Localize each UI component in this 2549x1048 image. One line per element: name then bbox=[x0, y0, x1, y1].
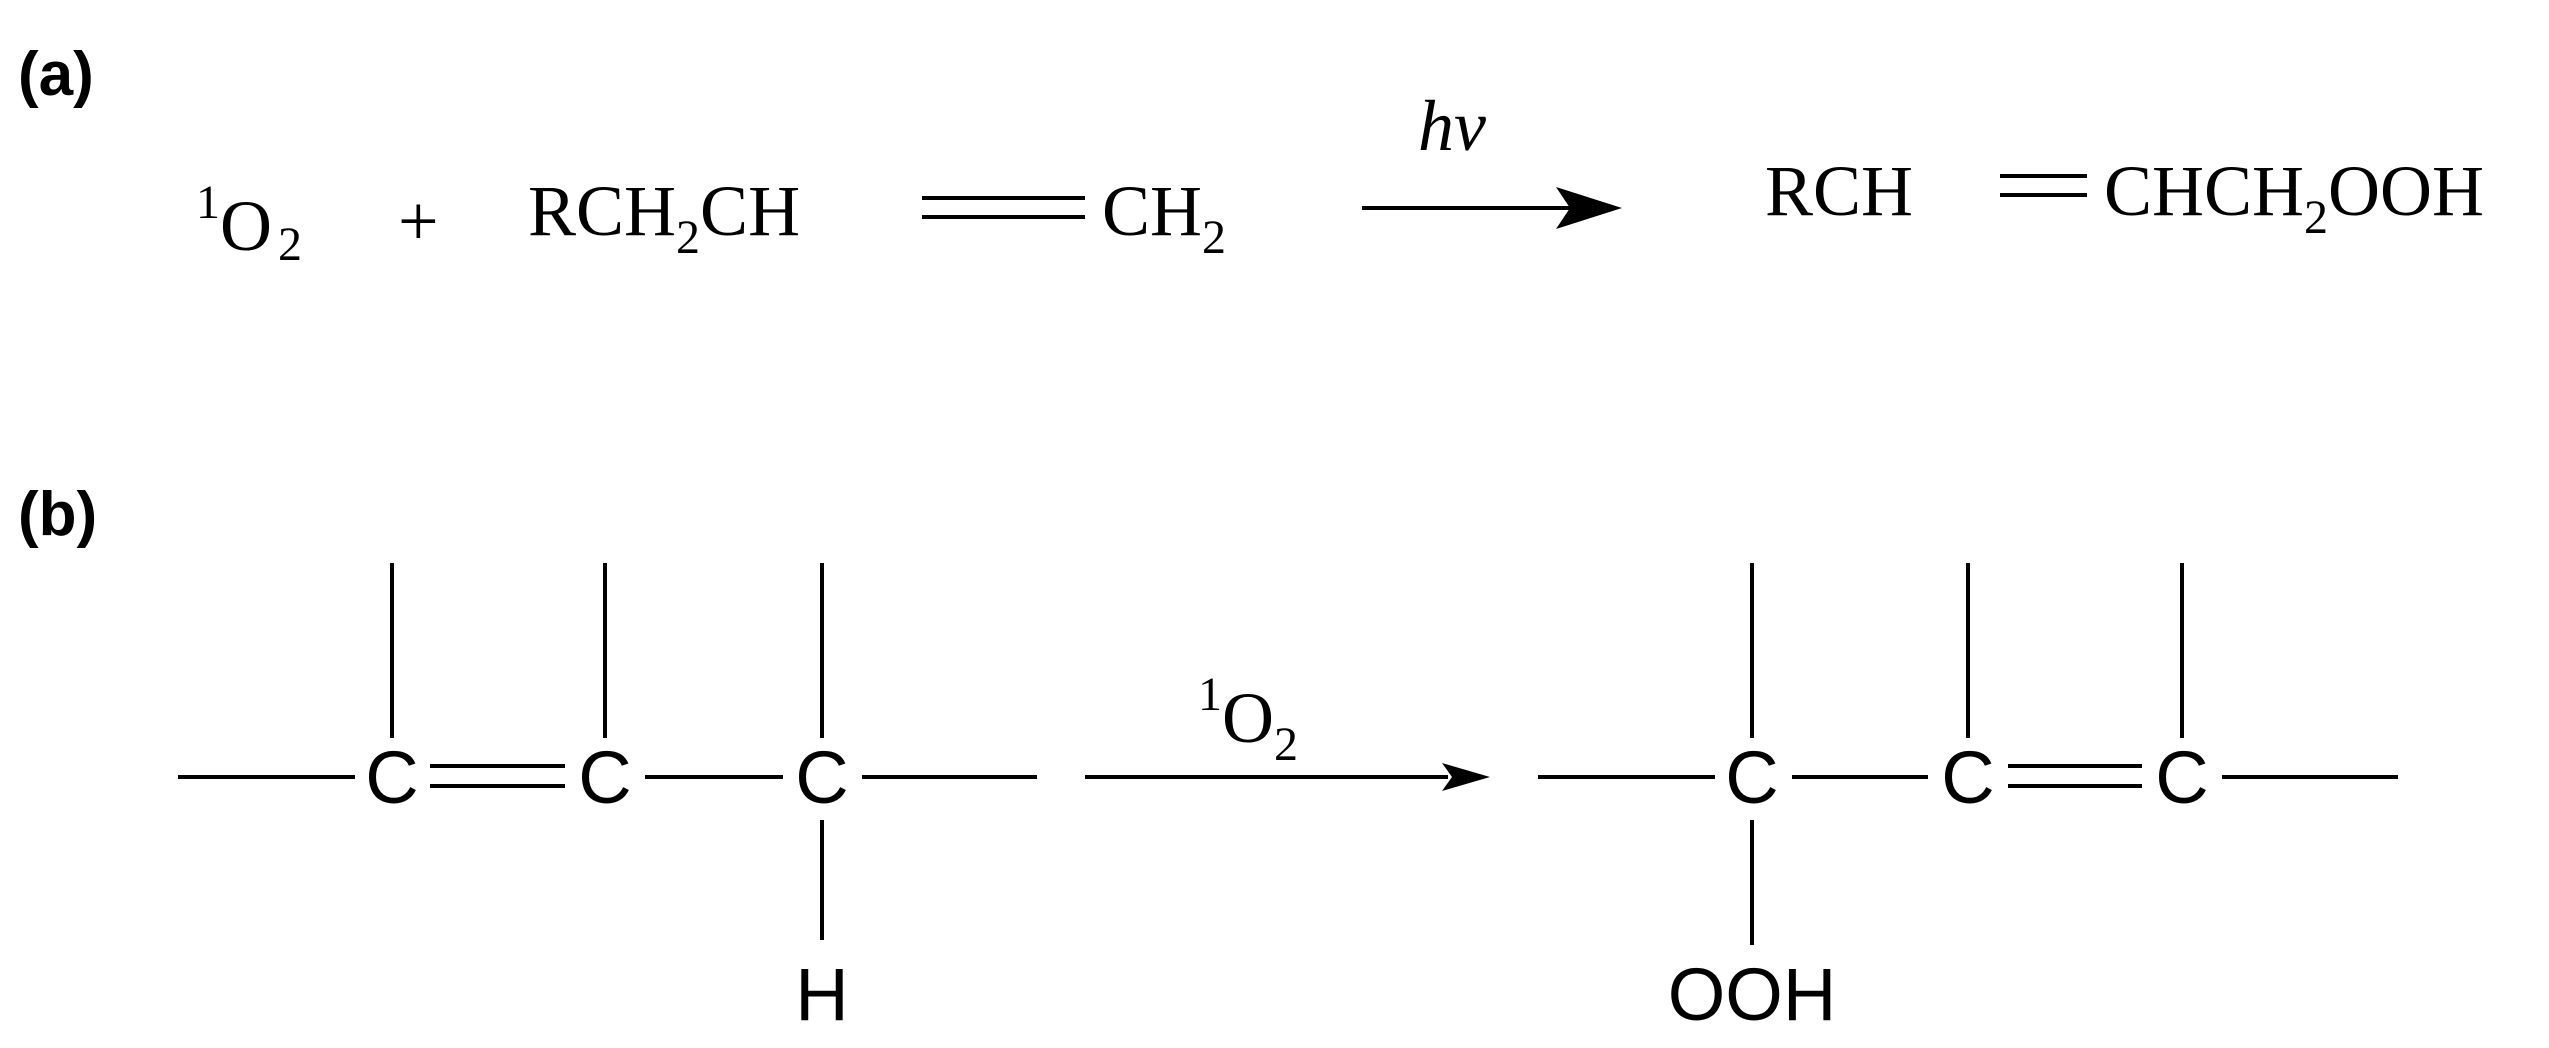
reactant-carbon-3: C bbox=[795, 736, 848, 819]
oxygen-symbol: O bbox=[220, 186, 272, 266]
oxygen-subscript: 2 bbox=[278, 218, 302, 271]
reagent-symbol: O bbox=[1222, 678, 1274, 758]
reactant-carbon-2: C bbox=[578, 736, 631, 819]
product-structure: C OOH C C bbox=[1538, 563, 2398, 1036]
reagent-subscript: 2 bbox=[1274, 718, 1298, 771]
reactant-hydrogen: H bbox=[795, 953, 848, 1036]
panel-b-label: (b) bbox=[18, 480, 97, 549]
reactant-carbon-1: C bbox=[365, 736, 418, 819]
singlet-oxygen-reagent: 1O2 bbox=[1198, 668, 1298, 771]
alkene-right-group: CH2 bbox=[1102, 171, 1226, 264]
reaction-arrowhead-b bbox=[1442, 763, 1490, 791]
reagent-superscript: 1 bbox=[1198, 668, 1222, 721]
singlet-superscript: 1 bbox=[196, 176, 220, 229]
plus-sign: + bbox=[398, 181, 439, 261]
reaction-arrowhead-a bbox=[1556, 187, 1622, 229]
product-carbon-1: C bbox=[1725, 736, 1778, 819]
panel-a-label: (a) bbox=[18, 40, 94, 109]
alkene-left-group: RCH2CH bbox=[528, 171, 800, 264]
reactant-structure: C C C H bbox=[178, 563, 1037, 1036]
panel-b: (b) C C C H 1O2 C OOH bbox=[18, 480, 2398, 1036]
product-right-group: CHCH2OOH bbox=[2104, 151, 2484, 244]
light-label: hv bbox=[1418, 86, 1486, 166]
product-hydroperoxide-group: OOH bbox=[1668, 953, 1837, 1036]
product-carbon-2: C bbox=[1941, 736, 1994, 819]
product-carbon-3: C bbox=[2155, 736, 2208, 819]
product-left-group: RCH bbox=[1765, 151, 1913, 231]
